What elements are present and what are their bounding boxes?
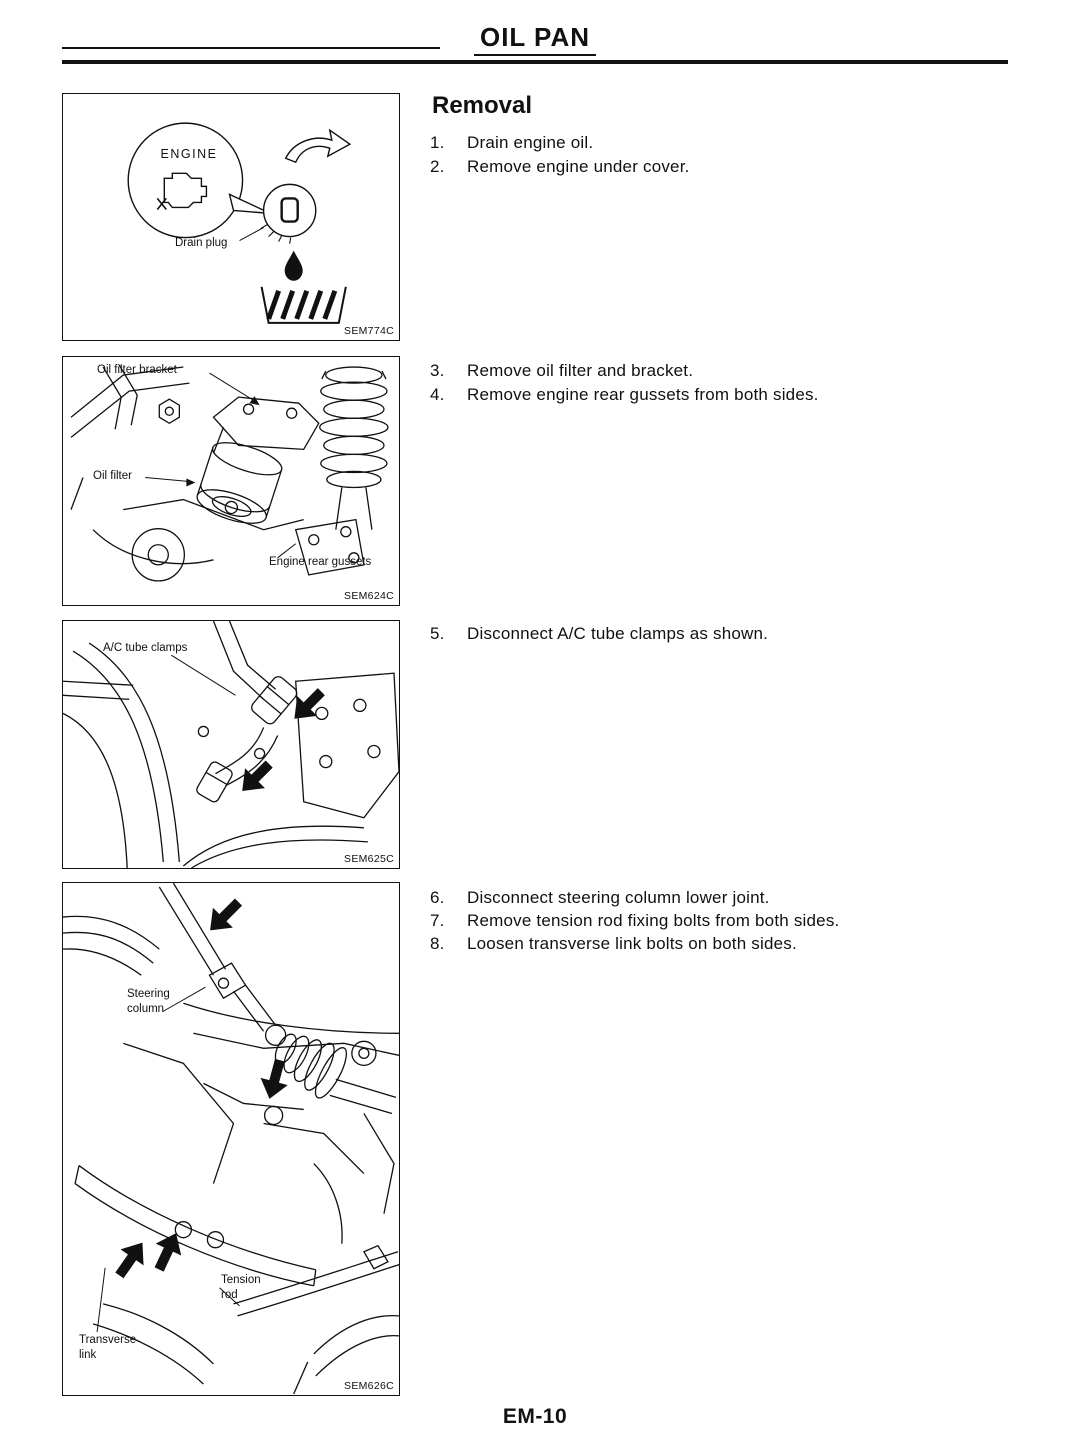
step-number: 7. (430, 911, 445, 930)
pointer-arrow-icons (242, 688, 325, 792)
oil-pan-hatch (266, 289, 338, 320)
step-number: 6. (430, 888, 445, 907)
turn-arrow-icon (284, 128, 352, 164)
step-text: Remove oil filter and bracket. (467, 361, 694, 380)
step-text: Disconnect steering column lower joint. (467, 888, 770, 907)
figure-code: SEM626C (344, 1380, 394, 1392)
label-engine: ENGINE (160, 147, 218, 161)
step-number: 4. (430, 385, 445, 404)
procedure-step: 1. Drain engine oil. (430, 133, 593, 153)
procedure-step: 4. Remove engine rear gussets from both s… (430, 385, 819, 405)
procedure-step: 5. Disconnect A/C tube clamps as shown. (430, 624, 768, 644)
step-number: 1. (430, 133, 445, 152)
page-number: EM-10 (502, 1405, 568, 1428)
pointer-arrow-icons (115, 898, 288, 1279)
step-number: 3. (430, 361, 445, 380)
step-text: Remove tension rod fixing bolts from bot… (467, 911, 840, 930)
step-number: 5. (430, 624, 445, 643)
step-text: Loosen transverse link bolts on both sid… (467, 934, 797, 953)
figure-code: SEM625C (344, 853, 394, 865)
label-tension-rod: Tension rod (221, 1274, 261, 1301)
label-ac-tube-clamps: A/C tube clamps (103, 642, 188, 654)
figure-code: SEM774C (344, 325, 394, 337)
figure-code: SEM624C (344, 590, 394, 602)
label-transverse-link: Transverse link (79, 1334, 137, 1361)
procedure-step: 8. Loosen transverse link bolts on both s… (430, 934, 797, 954)
figure-ac-tube-clamps: A/C tube clamps SEM625C (62, 620, 400, 869)
page-title: OIL PAN (0, 22, 1070, 56)
procedure-step: 2. Remove engine under cover. (430, 157, 690, 177)
figure-oil-filter: Oil filter bracket Oil filter Engine rea… (62, 356, 400, 606)
figure-suspension: Steering column Tension rod Transverse l… (62, 882, 400, 1396)
step-text: Disconnect A/C tube clamps as shown. (467, 624, 769, 643)
header-rule (62, 60, 1008, 64)
procedure-step: 7. Remove tension rod fixing bolts from b… (430, 911, 839, 931)
drain-plug-illustration (127, 122, 352, 324)
label-engine-rear-gussets: Engine rear gussets (269, 556, 372, 568)
step-text: Remove engine rear gussets from both sid… (467, 385, 819, 404)
procedure-step: 3. Remove oil filter and bracket. (430, 361, 693, 381)
step-number: 8. (430, 934, 445, 953)
header-rule-left (62, 47, 440, 49)
suspension-illustration (63, 883, 399, 1395)
label-drain-plug: Drain plug (175, 237, 228, 249)
oil-filter-illustration (70, 364, 389, 582)
step-text: Drain engine oil. (467, 133, 594, 152)
step-text: Remove engine under cover. (467, 157, 690, 176)
removal-heading: Removal (432, 92, 533, 119)
figure-drain-plug: ENGINE Drain plug SEM774C (62, 93, 400, 341)
ac-tube-illustration (63, 621, 399, 868)
drain-point-mark (156, 197, 167, 210)
label-oil-filter: Oil filter (93, 470, 132, 482)
label-oil-filter-bracket: Oil filter bracket (97, 364, 177, 376)
step-number: 2. (430, 157, 445, 176)
procedure-step: 6. Disconnect steering column lower joint… (430, 888, 770, 908)
oil-drop-icon (284, 250, 303, 281)
label-steering-column: Steering column (127, 988, 170, 1015)
